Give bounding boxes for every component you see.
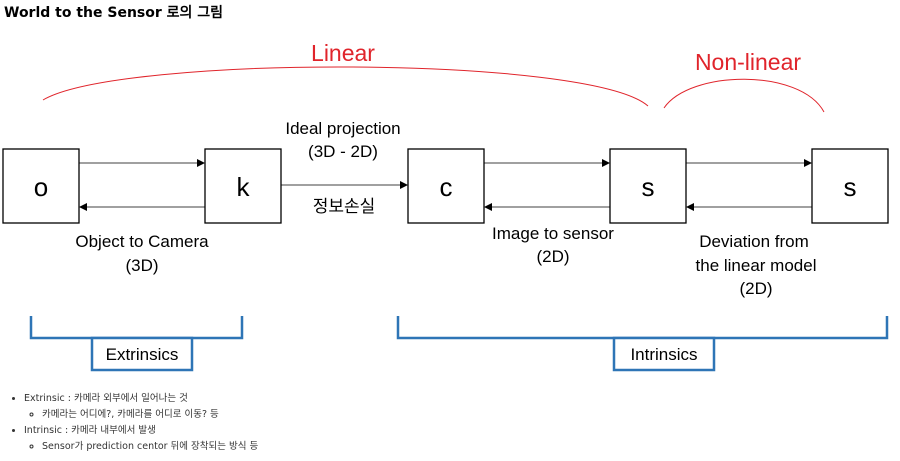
linear-arc bbox=[42, 66, 649, 107]
note-intrinsic-text: Intrinsic : 카메라 내부에서 발생 bbox=[24, 425, 156, 436]
notes-list: Extrinsic : 카메라 외부에서 일어나는 것 카메라는 어디에?, 카… bbox=[8, 391, 258, 455]
intrinsics-bracket bbox=[396, 316, 889, 340]
information-loss-label: 정보손실 bbox=[313, 197, 376, 217]
intrinsics-label: Intrinsics bbox=[630, 345, 697, 364]
node-c: c bbox=[407, 148, 485, 224]
deviation-label-line2: the linear model bbox=[696, 256, 817, 275]
extrinsics-bracket bbox=[29, 316, 244, 340]
extrinsics-box bbox=[90, 336, 194, 372]
image-to-sensor-dim: (2D) bbox=[536, 247, 569, 266]
page-title: World to the Sensor 로의 그림 bbox=[4, 5, 224, 21]
node-s2-label: s bbox=[844, 172, 857, 202]
node-o: o bbox=[2, 148, 80, 224]
intrinsics-box bbox=[612, 336, 716, 372]
note-extrinsic: Extrinsic : 카메라 외부에서 일어나는 것 카메라는 어디에?, 카… bbox=[24, 391, 258, 423]
ideal-projection-dim: (3D - 2D) bbox=[308, 142, 378, 161]
note-intrinsic: Intrinsic : 카메라 내부에서 발생 Sensor가 predicti… bbox=[24, 423, 258, 455]
object-to-camera-dim: (3D) bbox=[125, 256, 158, 275]
deviation-label-line1: Deviation from bbox=[699, 232, 809, 251]
nonlinear-arc bbox=[663, 78, 825, 113]
image-to-sensor-label: Image to sensor bbox=[492, 224, 614, 243]
object-to-camera-label: Object to Camera bbox=[75, 232, 209, 251]
node-s1: s bbox=[609, 148, 687, 224]
node-s2: s bbox=[811, 148, 889, 224]
node-s1-label: s bbox=[642, 172, 655, 202]
note-extrinsic-sub: 카메라는 어디에?, 카메라를 어디로 이동? 등 bbox=[42, 407, 258, 423]
node-k: k bbox=[204, 148, 282, 224]
deviation-dim: (2D) bbox=[739, 279, 772, 298]
nonlinear-label: Non-linear bbox=[695, 49, 801, 75]
node-c-label: c bbox=[440, 172, 453, 202]
node-k-label: k bbox=[237, 172, 251, 202]
linear-label: Linear bbox=[311, 40, 375, 66]
node-o-label: o bbox=[34, 172, 48, 202]
note-intrinsic-sub: Sensor가 prediction centor 뒤에 장착되는 방식 등 bbox=[42, 439, 258, 455]
extrinsics-label: Extrinsics bbox=[106, 345, 179, 364]
camera-model-diagram: Linear Non-linear o k c s s Ideal projec… bbox=[2, 40, 889, 372]
ideal-projection-label: Ideal projection bbox=[285, 119, 400, 138]
note-extrinsic-text: Extrinsic : 카메라 외부에서 일어나는 것 bbox=[24, 393, 188, 404]
